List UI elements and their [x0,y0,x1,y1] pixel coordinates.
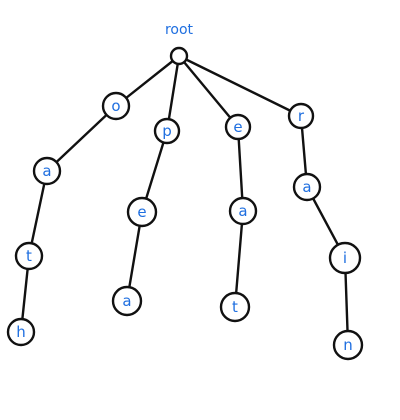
edge-root-e2 [177,54,240,129]
edge-a3-t2 [233,209,245,309]
node-label: a [302,178,311,196]
node-label: n [343,336,353,354]
node-label: p [162,122,172,140]
node-circle [126,196,158,228]
nodes-layer: o a t h p e a e a t r a i n [6,46,364,361]
node-o: o [101,91,131,121]
node-circle [224,113,252,141]
node-e2: e [224,113,252,141]
node-label: r [298,107,305,125]
edge-root-r [177,54,303,118]
node-circle [287,102,315,130]
node-a4: a [292,172,322,202]
edge-a1-t1 [27,169,49,258]
node-circle [101,91,131,121]
node-circle [219,291,251,323]
edges-layer [19,54,350,347]
node-t2: t [219,291,251,323]
node-label: t [26,247,32,265]
root-node [169,46,189,66]
node-n: n [332,329,364,361]
node-a1: a [32,156,62,186]
node-circle [6,317,36,347]
node-a3: a [228,196,258,226]
node-label: a [42,162,51,180]
node-circle [292,172,322,202]
node-a2: a [111,285,143,317]
node-t1: t [14,241,44,271]
edge-o-a1 [45,104,118,173]
node-circle [111,285,143,317]
node-label: e [137,203,146,221]
node-e1: e [126,196,158,228]
node-p: p [153,117,181,145]
node-circle [32,156,62,186]
node-label: a [238,202,247,220]
node-label: e [233,118,242,136]
node-label: h [16,323,26,341]
node-i: i [328,241,362,275]
node-label: i [343,249,347,267]
node-label: a [122,292,131,310]
node-circle [332,329,364,361]
node-circle [228,196,258,226]
node-label: o [111,97,120,115]
node-circle [328,241,362,275]
node-h: h [6,317,36,347]
node-r: r [287,102,315,130]
node-label: t [232,298,238,316]
node-circle [14,241,44,271]
node-circle [153,117,181,145]
root-label: root [165,22,194,38]
node-circle [169,46,189,66]
